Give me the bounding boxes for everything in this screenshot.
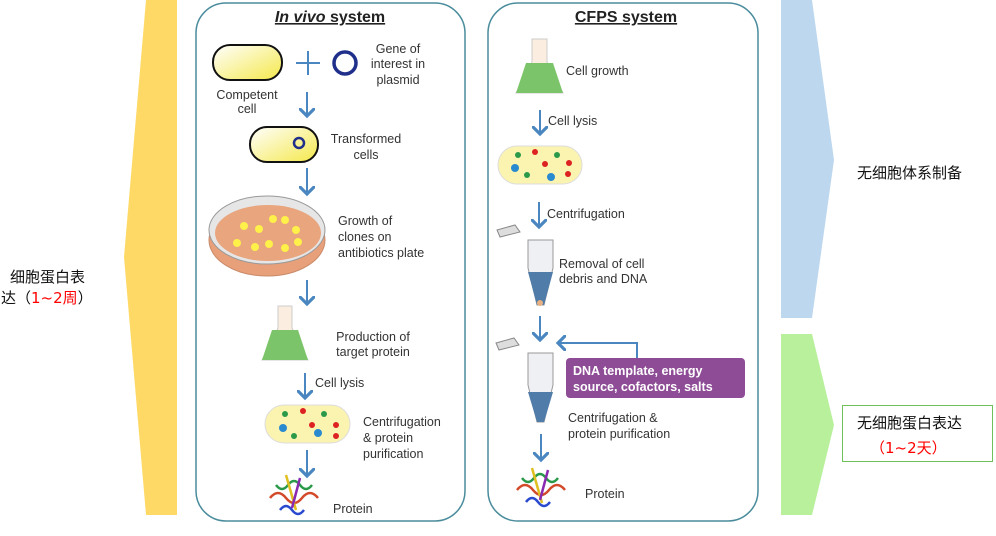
centrifugation-label: Centrifugation [547,207,625,221]
protein-label: Protein [585,487,625,501]
purification-label: Centrifugation & [568,411,658,425]
microtube-icon [495,337,554,423]
growth-label: antibiotics plate [338,246,424,260]
removal-label: debris and DNA [559,272,648,286]
centrifugation-label: Centrifugation [363,415,441,429]
microtube-icon [496,224,554,306]
competent-cell-label: cell [238,102,257,116]
additives-box [566,358,745,398]
production-label: Production of [336,330,410,344]
in-vivo-duration-label: 细胞蛋白表 达（1~2周） [1,266,93,308]
plasmid-icon [332,50,358,76]
plasmid-icon [292,136,306,150]
purification-label: protein purification [568,427,670,441]
flask-icon [261,305,309,361]
competent-cell-icon [212,44,283,81]
cell-free-expression-label: 无细胞蛋白表达 [857,414,963,432]
protein-structure-icon [516,467,566,508]
in-vivo-duration-time: 1~2周 [31,289,78,307]
in-vivo-duration-line2: 达（1~2周） [1,287,93,308]
gene-label: interest in [371,57,425,71]
lysate-icon [264,404,351,444]
growth-label: Growth of [338,214,393,228]
petri-dish-icon [208,195,326,277]
additives-label: DNA template, energy [573,364,702,378]
in-vivo-duration-arrow [124,0,177,515]
transformed-label: cells [353,148,378,162]
flask-icon [515,38,564,94]
removal-label: Removal of cell [559,257,644,271]
production-label: target protein [336,345,410,359]
lysate-icon [497,145,583,185]
plus-icon [296,51,320,75]
cell-free-prep-label: 无细胞体系制备 [857,164,963,182]
additives-label: source, cofactors, salts [573,380,713,394]
cell-free-expression-box [842,405,993,462]
transformed-label: Transformed [331,132,401,146]
transformed-cell-icon [249,126,319,163]
cell-lysis-label: Cell lysis [315,376,364,390]
centrifugation-label: & protein [363,431,413,445]
gene-label: plasmid [376,73,419,87]
centrifugation-label: purification [363,447,423,461]
cell-free-expression-time: （1~2天） [870,439,947,457]
cfps-title: CFPS system [575,9,677,26]
protein-label: Protein [333,502,373,516]
cell-free-prep-arrow [781,0,834,318]
paren-close: ） [77,289,93,307]
competent-cell-label: Competent [216,88,278,102]
paren-open: 达（ [1,289,32,307]
gene-label: Gene of [376,42,421,56]
growth-label: clones on [338,230,392,244]
cell-free-expression-arrow [781,334,834,515]
in-vivo-duration-line1: 细胞蛋白表 [10,268,86,286]
cell-lysis-label: Cell lysis [548,114,597,128]
in-vivo-title: In vivo system [275,9,385,26]
cell-growth-label: Cell growth [566,64,629,78]
protein-structure-icon [269,474,319,516]
